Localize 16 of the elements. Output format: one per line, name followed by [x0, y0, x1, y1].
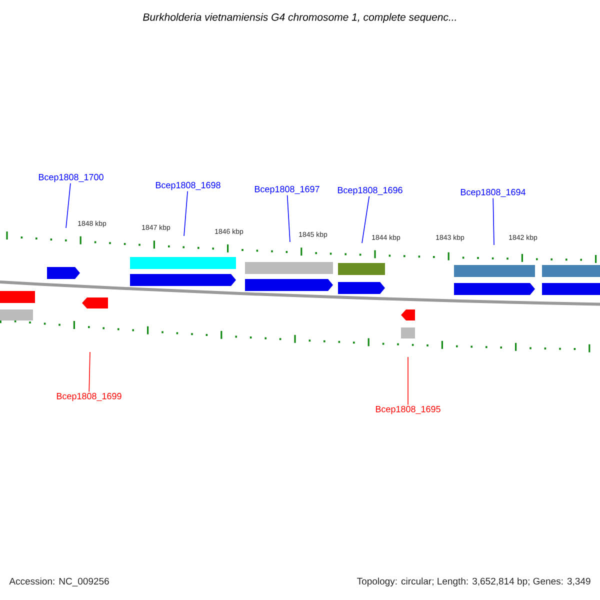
gene-label: Bcep1808_1700: [38, 174, 104, 182]
leader-line: [184, 190, 188, 236]
gene-label: Bcep1808_1696: [338, 186, 402, 196]
leader-line: [492, 198, 494, 246]
leader-line: [88, 352, 90, 392]
footer-text: Topology: circular; Length: 3,652,814 bp; Genes: 3,349: [357, 578, 590, 586]
title: Burkholderia vietnamiensis G4 chromosome 1, complete sequenc...: [143, 13, 456, 23]
leader-line: [66, 182, 71, 228]
leader-line: [286, 194, 290, 242]
leader-line: [362, 196, 370, 244]
gene-label: Bcep1808_1699: [56, 392, 122, 402]
gene-label: Bcep1808_1698: [156, 182, 220, 190]
gene-label: Bcep1808_1695: [376, 406, 440, 414]
footer-text: Accession: NC_009256: [9, 578, 109, 586]
gene-label: Bcep1808_1694: [460, 188, 526, 198]
gene-label: Bcep1808_1697: [254, 186, 320, 194]
